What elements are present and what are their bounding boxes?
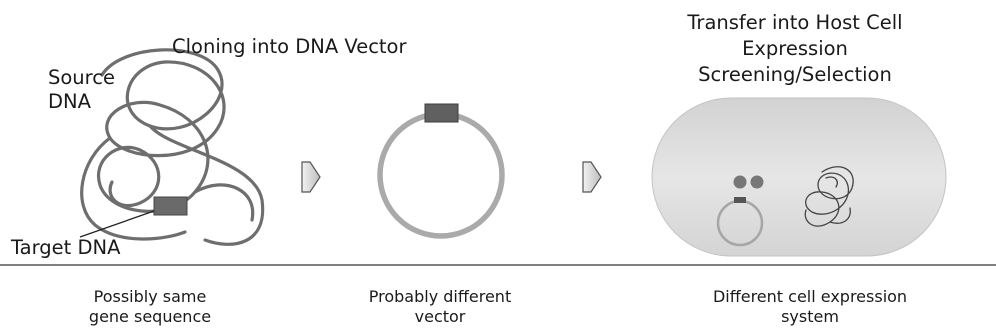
- stage1-caption-line2: gene sequence: [88, 307, 212, 326]
- source-dna-label-line1: Source: [48, 66, 115, 89]
- source-dna-label-line2: DNA: [48, 90, 91, 113]
- stage2-caption-line2: vector: [414, 307, 466, 326]
- expressed-protein-dot: [733, 175, 747, 189]
- stage1-caption-line1: Possibly same: [93, 287, 207, 306]
- vector-insert-segment: [424, 103, 459, 123]
- target-dna-label: Target DNA: [11, 236, 121, 259]
- stage3-caption-line2: system: [781, 307, 839, 326]
- target-pointer-line: [79, 210, 155, 238]
- stage3-caption-line1: Different cell expression: [712, 287, 908, 306]
- host-vector-insert: [734, 197, 746, 203]
- target-dna-segment: [153, 196, 188, 216]
- host-stage-title-line1: Transfer into Host Cell: [687, 11, 903, 34]
- expressed-protein-dot: [750, 175, 764, 189]
- host-genomic-dna: [804, 166, 854, 227]
- right-arrow-icon: [301, 161, 321, 193]
- host-cell: [651, 97, 947, 257]
- vector-plasmid-ring: [377, 111, 505, 239]
- host-stage-title-line2: Expression: [742, 37, 848, 60]
- right-arrow-icon: [582, 161, 602, 193]
- host-stage-title-line3: Screening/Selection: [698, 63, 892, 86]
- stage2-caption-line1: Probably different: [368, 287, 512, 306]
- source-dna-strand: [80, 48, 265, 246]
- vector-stage-title: Cloning into DNA Vector: [172, 35, 407, 58]
